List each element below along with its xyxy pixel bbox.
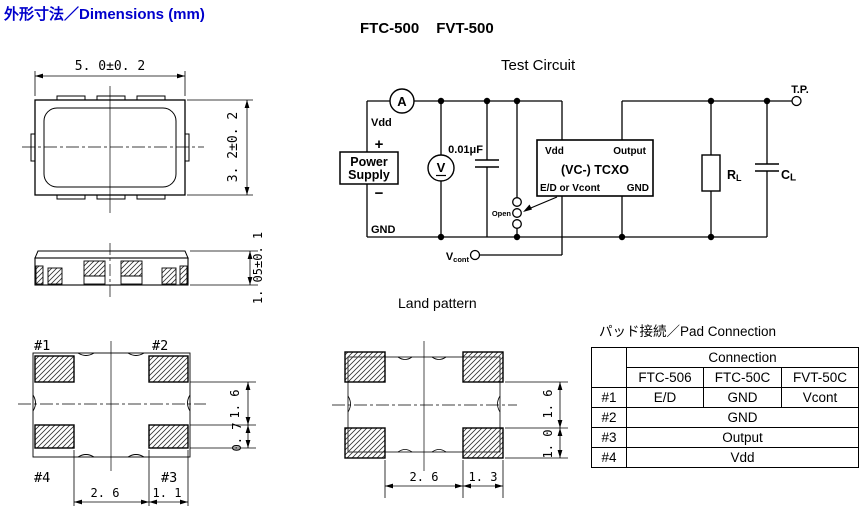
voltmeter-label: V: [437, 160, 446, 175]
model-heading: FTC-500 FVT-500: [360, 20, 494, 37]
dimension-thickness: 1. 05±0. 1: [190, 232, 265, 304]
row-pad1-label: #1: [591, 387, 627, 408]
pad3-value: Output: [626, 427, 859, 448]
package-bottom-view: #1 #2 #4 #3 1. 6 0. 7 2. 6: [18, 338, 256, 506]
pad3-label: #3: [161, 470, 177, 486]
side-pads: [35, 260, 188, 285]
cl-label: CL: [781, 168, 796, 184]
tcxo-name: (VC-) TCXO: [561, 163, 629, 177]
connection-group-header: Connection: [626, 347, 859, 368]
land-dim-pad-h-label: 1. 0: [541, 430, 555, 459]
table-row: #1 E/D GND Vcont: [591, 387, 859, 408]
column-header-fvt50c: FVT-50C: [781, 367, 859, 388]
switch-open-label: Open: [492, 209, 512, 218]
plus-label: +: [375, 136, 384, 153]
pad1-fvt50c-value: Vcont: [781, 387, 859, 408]
tcxo-box: Vdd Output (VC-) TCXO E/D or Vcont GND: [536, 139, 654, 197]
rl-label: RL: [727, 168, 742, 183]
land-dim-gap-h-label: 2. 6: [410, 470, 439, 484]
package-side-view: 1. 05±0. 1: [34, 232, 265, 304]
pad1-label: #1: [34, 338, 50, 354]
voltmeter-icon: V: [427, 154, 455, 182]
tcxo-pin-output: Output: [613, 146, 646, 157]
switch-open-selector: Open: [492, 101, 558, 237]
power-supply-label-2: Supply: [348, 168, 390, 182]
dim-height-label: 3. 2±0. 2: [226, 112, 241, 182]
vcont-terminal: Vcont: [446, 196, 563, 264]
pad4-value: Vdd: [626, 447, 859, 468]
cl-label-sub: L: [790, 173, 796, 184]
land-pattern-drawing: 1. 6 1. 0 2. 6 1. 3: [332, 341, 568, 498]
rl-label-main: R: [727, 168, 736, 182]
gnd-rail-label: GND: [371, 224, 396, 236]
cl-label-main: C: [781, 168, 790, 182]
land-pads: [344, 351, 504, 459]
pad-connection-table: Connection FTC-506 FTC-50C FVT-50C #1 E/…: [591, 347, 859, 468]
row-pad4-label: #4: [591, 447, 627, 468]
corner-cell: [591, 347, 627, 388]
vcont-label-main: V: [446, 251, 454, 263]
tcxo-pin-vdd: Vdd: [545, 146, 564, 157]
tcxo-pin-gnd: GND: [627, 183, 649, 194]
dimension-height: 3. 2±0. 2: [187, 99, 253, 196]
land-dim-gap-v-label: 1. 6: [541, 390, 555, 419]
row-pad2-label: #2: [591, 407, 627, 428]
capacitor-symbol: 0.01μF: [448, 101, 499, 237]
vcont-label-sub: cont: [453, 255, 469, 264]
table-row: #4 Vdd: [591, 447, 859, 468]
dim-pad-h-label: 0. 7: [230, 423, 244, 452]
pad2-value: GND: [626, 407, 859, 428]
tp-label: T.P.: [791, 84, 809, 96]
dim-width-label: 5. 0±0. 2: [75, 59, 145, 74]
column-header-ftc506: FTC-506: [626, 367, 704, 388]
dim-thickness-label: 1. 05±0. 1: [251, 232, 265, 304]
column-header-ftc50c: FTC-50C: [703, 367, 782, 388]
pad-connection-title: パッド接続／Pad Connection: [599, 324, 777, 339]
minus-label: −: [375, 185, 384, 202]
load-resistor-symbol: RL: [701, 101, 742, 237]
power-supply-label-1: Power: [350, 155, 388, 169]
junction-dots: [437, 97, 771, 241]
pad1-ftc50c-value: GND: [703, 387, 782, 408]
rl-label-sub: L: [736, 173, 742, 183]
test-circuit-schematic: Power Supply Vdd + − GND A V: [339, 84, 809, 264]
package-top-view: 5. 0±0. 2 3. 2±0. 2: [22, 59, 253, 213]
dim-pad-w-label: 1. 1: [153, 486, 182, 500]
table-row: #2 GND: [591, 407, 859, 428]
dim-gap-h-label: 2. 6: [91, 486, 120, 500]
dim-gap-v-label: 1. 6: [228, 390, 242, 419]
land-dims-right: 1. 6 1. 0: [505, 381, 568, 459]
page-title: 外形寸法／Dimensions (mm): [4, 6, 205, 23]
capacitor-value: 0.01μF: [448, 144, 483, 156]
vcont-label: Vcont: [446, 251, 470, 264]
ammeter-icon: A: [389, 88, 415, 114]
model-name-fvt: FVT-500: [436, 20, 494, 37]
tcxo-pin-ctrl: E/D or Vcont: [540, 183, 601, 194]
pad2-label: #2: [152, 338, 168, 354]
dimension-width: 5. 0±0. 2: [34, 59, 186, 96]
land-dim-pad-w-label: 1. 3: [469, 470, 498, 484]
vdd-rail-label: Vdd: [371, 117, 392, 129]
load-capacitor-symbol: CL: [755, 101, 796, 237]
row-pad3-label: #3: [591, 427, 627, 448]
tp-terminal: T.P.: [791, 84, 809, 107]
bottom-view-dims-right: 1. 6 0. 7: [190, 381, 256, 452]
pad4-label: #4: [34, 470, 50, 486]
model-name-ftc: FTC-500: [360, 20, 420, 37]
land-dims-bottom: 2. 6 1. 3: [384, 460, 504, 498]
ammeter-label: A: [397, 94, 407, 109]
bottom-pads: [34, 355, 189, 449]
bottom-view-dims-bottom: 2. 6 1. 1: [73, 450, 189, 506]
pad1-ftc506-value: E/D: [626, 387, 704, 408]
land-pattern-title: Land pattern: [398, 295, 477, 311]
power-supply-box: Power Supply: [339, 151, 399, 185]
castellation-tabs: [30, 95, 190, 200]
table-row: #3 Output: [591, 427, 859, 448]
test-circuit-title: Test Circuit: [501, 57, 576, 74]
